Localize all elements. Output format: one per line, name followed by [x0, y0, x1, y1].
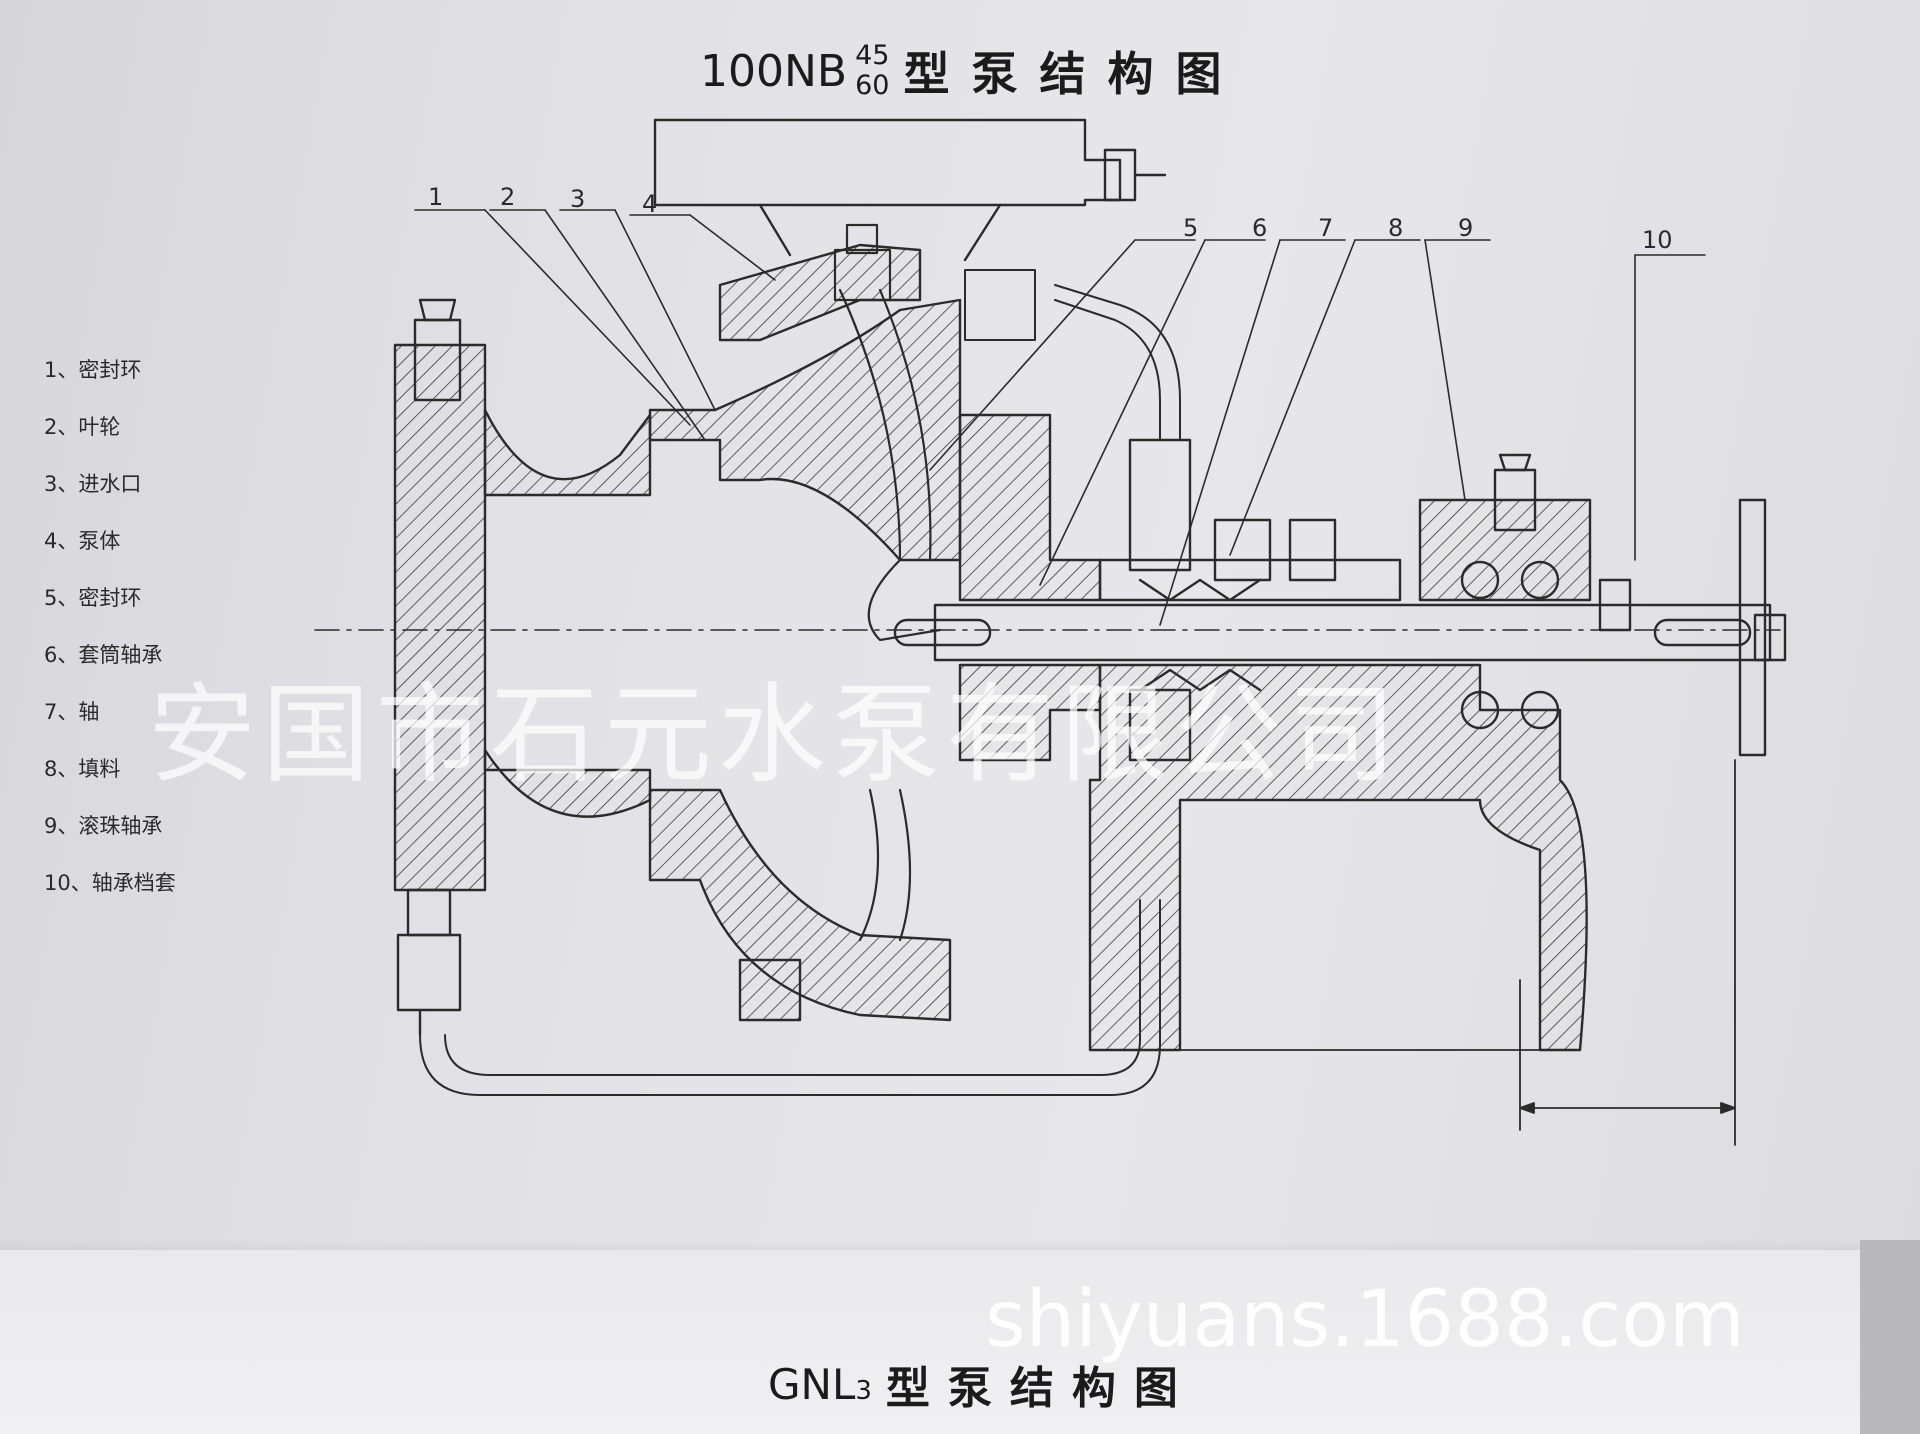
callout-number: 8 [1388, 214, 1403, 242]
impeller [833, 223, 942, 942]
legend-item: 6、套筒轴承 [44, 643, 163, 667]
legend-item: 5、密封环 [44, 586, 142, 610]
legend-item: 4、泵体 [44, 529, 121, 553]
legend-item: 1、密封环 [44, 358, 142, 382]
legend-item: 8、填料 [44, 757, 121, 781]
legend-item: 10、轴承档套 [44, 871, 176, 895]
inlet-flange [393, 298, 652, 1037]
callout-number: 1 [428, 183, 443, 211]
bottom-title-suffix: 型泵结构图 [885, 1363, 1196, 1414]
title-suffix: 型泵结构图 [903, 47, 1244, 101]
pump-casing [648, 243, 962, 1022]
callout-leaders [414, 209, 1706, 626]
callout-number: 6 [1252, 214, 1267, 242]
callout-number: 2 [500, 183, 515, 211]
legend-item: 3、进水口 [44, 472, 142, 496]
legend-item: 7、轴 [44, 700, 100, 724]
title-variant-top: 45 [855, 40, 890, 71]
parts-legend: 1、密封环 2、叶轮 3、进水口 4、泵体 5、密封环 6、套筒轴承 7、轴 8… [44, 352, 176, 922]
callout-number: 10 [1642, 226, 1673, 254]
base-dimension [1179, 759, 1736, 1146]
lower-paper-sheet [0, 1250, 1920, 1434]
top-support-frame [653, 118, 1167, 262]
next-page-title: GNL 3 型泵结构图 [768, 1354, 1196, 1415]
bottom-title-model: GNL [768, 1359, 856, 1409]
title-model-variants: 45 60 [855, 41, 889, 101]
callout-number: 5 [1183, 214, 1198, 242]
bottom-title-subscript: 3 [855, 1376, 872, 1406]
seal-housing [958, 413, 1337, 762]
title-variant-bottom: 60 [855, 70, 890, 101]
callout-number: 3 [570, 185, 585, 213]
cooling-pipe [419, 269, 1181, 1096]
url-watermark: shiyuans.1688.com [985, 1275, 1745, 1365]
title-model: 100NB [700, 45, 848, 97]
legend-item: 9、滚珠轴承 [44, 814, 163, 838]
callout-number: 9 [1458, 214, 1473, 242]
bearing-frame [1088, 453, 1767, 1052]
page-title: 100NB 45 60 型泵结构图 [700, 36, 1243, 106]
shaft [314, 603, 1787, 662]
background-gap [1860, 1240, 1920, 1434]
callout-number: 4 [642, 190, 657, 218]
company-watermark: 安国市石元水泵有限公司 [148, 673, 1403, 798]
callout-number: 7 [1318, 214, 1333, 242]
legend-item: 2、叶轮 [44, 415, 121, 439]
